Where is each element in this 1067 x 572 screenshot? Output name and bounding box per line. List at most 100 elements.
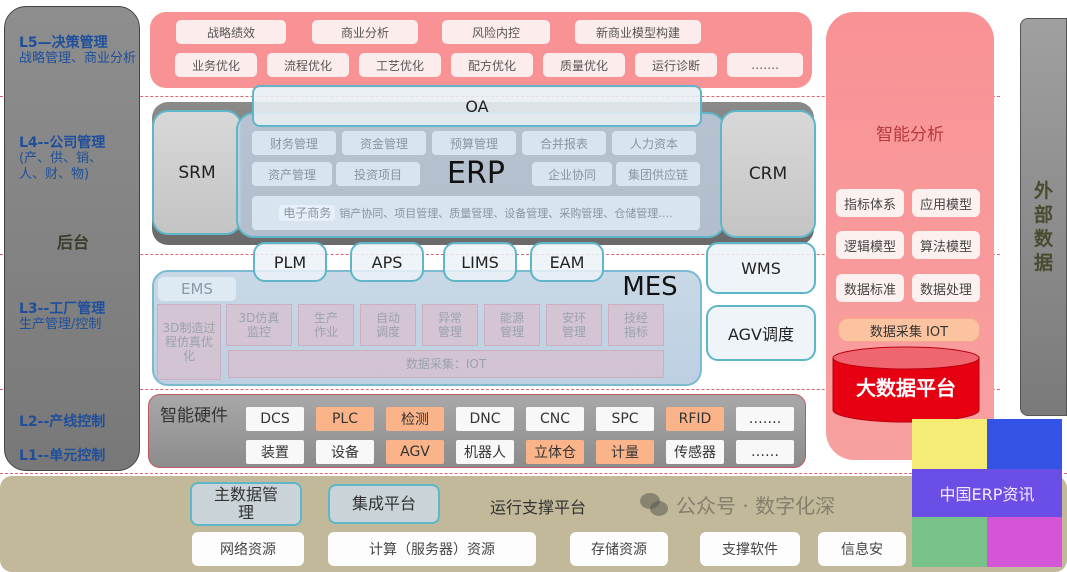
logo-tile [912, 419, 987, 469]
mes-item[interactable]: 生产作业 [298, 304, 354, 346]
hardware-item[interactable]: 计量 [596, 440, 654, 464]
resource-item[interactable]: 网络资源 [192, 532, 304, 566]
backend-label: 后台 [56, 233, 89, 252]
hardware-item[interactable]: 机器人 [456, 440, 514, 464]
erp-item[interactable]: 合并报表 [522, 131, 606, 155]
erp-news-logo: 中国ERP资讯 [912, 419, 1062, 567]
resource-item[interactable]: 支撑软件 [700, 532, 800, 566]
logo-tile [912, 517, 987, 567]
resource-item[interactable]: 计算（服务器）资源 [328, 532, 536, 566]
mes-item[interactable]: 3D制造过程仿真优化 [157, 304, 221, 380]
hardware-item[interactable]: 检测 [386, 407, 444, 431]
ems-box[interactable]: EMS [158, 277, 236, 301]
mes-item[interactable]: 安环管理 [546, 304, 602, 346]
watermark-text: 公众号 · 数字化深 [676, 494, 836, 518]
erp-item[interactable]: 投资项目 [336, 162, 420, 186]
analytics-item[interactable]: 逻辑模型 [836, 231, 904, 259]
level-l1: L1--单元控制 [19, 448, 105, 464]
level-l1-title: L1--单元控制 [19, 448, 106, 464]
level-l2-title: L2--产线控制 [19, 414, 106, 430]
hardware-item[interactable]: DCS [246, 407, 304, 431]
level-l4-title: L4--公司管理 [19, 135, 106, 151]
agv-dispatch-box[interactable]: AGV调度 [706, 305, 816, 361]
oa-box[interactable]: OA [252, 85, 702, 127]
erp-item-list-text[interactable]: 销产协同、项目管理、质量管理、设备管理、采购管理、仓储管理…. [339, 207, 673, 220]
level-l5-title: L5—决策管理 [19, 35, 108, 51]
decision-item[interactable]: 工艺优化 [359, 53, 441, 77]
logo-tile [987, 517, 1062, 567]
bigdata-label: 大数据平台 [856, 376, 956, 400]
hardware-item[interactable]: RFID [666, 407, 724, 431]
mes-item[interactable]: 自动调度 [360, 304, 416, 346]
decision-item[interactable]: 配方优化 [451, 53, 533, 77]
wms-box[interactable]: WMS [706, 242, 816, 294]
levels-column: L5—决策管理 战略管理、商业分析 L4--公司管理 (产、供、销、人、财、物)… [4, 6, 140, 471]
hardware-item[interactable]: 设备 [316, 440, 374, 464]
analytics-item[interactable]: 指标体系 [836, 189, 904, 217]
decision-item[interactable]: 战略绩效 [176, 20, 286, 44]
analytics-iot-chip[interactable]: 数据采集 IOT [838, 318, 980, 342]
hardware-item[interactable]: AGV [386, 440, 444, 464]
hardware-item[interactable]: DNC [456, 407, 514, 431]
hardware-item[interactable]: PLC [316, 407, 374, 431]
aps-box[interactable]: APS [350, 242, 424, 282]
erp-item[interactable]: 预算管理 [432, 131, 516, 155]
analytics-item[interactable]: 算法模型 [912, 231, 980, 259]
resource-item[interactable]: 信息安 [818, 532, 906, 566]
lims-box[interactable]: LIMS [443, 242, 517, 282]
logo-text: 中国ERP资讯 [912, 469, 1062, 517]
analytics-item[interactable]: 应用模型 [912, 189, 980, 217]
hardware-item[interactable]: CNC [526, 407, 584, 431]
mes-iot-item[interactable]: 数据采集：IOT [228, 350, 664, 378]
erp-item[interactable]: 资金管理 [342, 131, 426, 155]
hardware-item[interactable]: SPC [596, 407, 654, 431]
logo-tile [987, 419, 1062, 469]
resource-item[interactable]: 存储资源 [570, 532, 668, 566]
hardware-item[interactable]: 装置 [246, 440, 304, 464]
master-data-box[interactable]: 主数据管理 [190, 482, 302, 526]
crm-box[interactable]: CRM [720, 110, 816, 238]
level-l3-title: L3--工厂管理 [19, 301, 106, 317]
erp-item[interactable]: 企业协同 [532, 162, 612, 186]
level-l2: L2--产线控制 [19, 414, 105, 430]
mes-item[interactable]: 异常管理 [422, 304, 478, 346]
erp-box[interactable]: 财务管理 资金管理 预算管理 合并报表 人力资本 资产管理 投资项目 ERP 企… [236, 112, 726, 238]
level-l5: L5—决策管理 战略管理、商业分析 [19, 35, 137, 67]
mes-item[interactable]: 技经指标 [608, 304, 664, 346]
separator-l3-l2 [0, 389, 1000, 390]
runtime-platform-title: 运行支撑平台 [490, 498, 587, 517]
watermark: 公众号 · 数字化深 [640, 490, 835, 519]
analytics-item[interactable]: 数据标准 [836, 274, 904, 302]
erp-item[interactable]: 人力资本 [612, 131, 696, 155]
hardware-item[interactable]: ……. [736, 407, 794, 431]
decision-item[interactable]: 流程优化 [267, 53, 349, 77]
erp-item[interactable]: 集团供应链 [616, 162, 700, 186]
hardware-item[interactable]: 传感器 [666, 440, 724, 464]
eam-box[interactable]: EAM [530, 242, 604, 282]
level-l3: L3--工厂管理 生产管理/控制 [19, 301, 137, 333]
decision-item[interactable]: 质量优化 [543, 53, 625, 77]
erp-item[interactable]: 财务管理 [252, 131, 336, 155]
erp-item-list: 电子商务 销产协同、项目管理、质量管理、设备管理、采购管理、仓储管理…. [252, 196, 700, 230]
plm-box[interactable]: PLM [253, 242, 327, 282]
erp-item[interactable]: 资产管理 [252, 162, 332, 186]
wechat-icon [640, 492, 670, 517]
separator-l1-platform [0, 473, 1067, 474]
mes-item[interactable]: 3D仿真监控 [226, 304, 292, 346]
level-l3-desc: 生产管理/控制 [19, 317, 102, 332]
decision-item[interactable]: 商业分析 [312, 20, 418, 44]
decision-item[interactable]: 风险内控 [442, 20, 550, 44]
decision-item[interactable]: ……. [727, 53, 803, 77]
erp-item-row4[interactable]: 电子商务 [279, 205, 336, 221]
external-data-panel: 外部数据 [1020, 18, 1067, 416]
mes-item[interactable]: 能源管理 [484, 304, 540, 346]
decision-item[interactable]: 业务优化 [175, 53, 257, 77]
srm-box[interactable]: SRM [152, 110, 242, 235]
hardware-item[interactable]: …… [736, 440, 794, 464]
hardware-item[interactable]: 立体仓 [526, 440, 584, 464]
integration-platform-box[interactable]: 集成平台 [328, 484, 440, 524]
bigdata-cylinder-icon[interactable] [832, 346, 980, 424]
decision-item[interactable]: 新商业模型构建 [575, 20, 701, 44]
analytics-item[interactable]: 数据处理 [912, 274, 980, 302]
decision-item[interactable]: 运行诊断 [635, 53, 717, 77]
